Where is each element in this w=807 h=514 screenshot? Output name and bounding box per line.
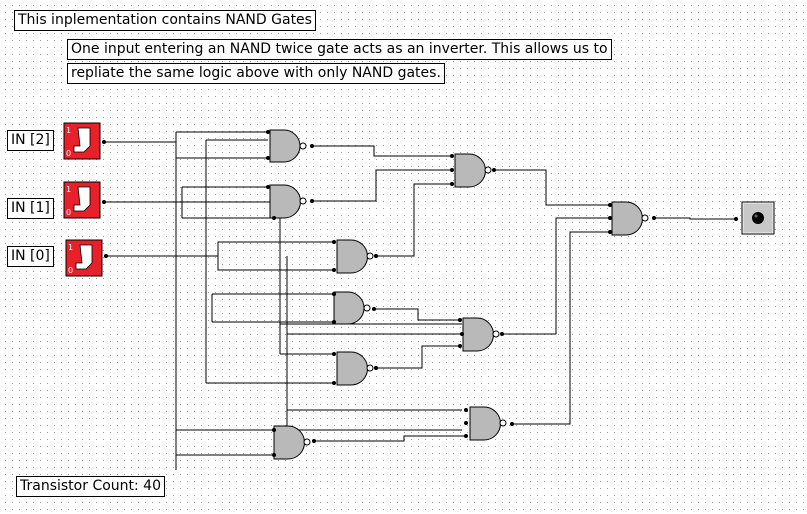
switch-in1[interactable]: 1 0 <box>63 181 106 219</box>
nand-gate-2[interactable] <box>266 184 314 220</box>
switch-in1-high: 1 <box>66 185 71 194</box>
nand-gate-3[interactable] <box>450 153 496 188</box>
output-led <box>734 201 775 235</box>
switch-in0-low: 0 <box>68 266 73 275</box>
nand-gate-8[interactable] <box>464 406 514 441</box>
input-label-in2: IN [2] <box>7 130 54 151</box>
wires <box>104 131 736 470</box>
switch-in2[interactable]: 1 0 <box>63 122 106 160</box>
transistor-count: Transistor Count: 40 <box>16 476 165 497</box>
title-note: This inplementation contains NAND Gates <box>14 10 316 31</box>
nand-gate-4[interactable] <box>332 239 378 274</box>
input-label-in1: IN [1] <box>7 198 54 219</box>
switch-in1-low: 0 <box>66 208 71 217</box>
nand-gate-5[interactable] <box>332 291 376 325</box>
nand-gate-7[interactable] <box>458 317 504 352</box>
switch-in0-high: 1 <box>68 243 73 252</box>
nand-gate-final[interactable] <box>608 201 656 236</box>
description-line-1: One input entering an NAND twice gate ac… <box>67 39 612 60</box>
description-line-2: repliate the same logic above with only … <box>67 63 445 84</box>
input-label-in0: IN [0] <box>7 246 54 267</box>
switch-in2-low: 0 <box>66 149 71 158</box>
nand-gate-1[interactable] <box>266 129 314 163</box>
nand-gate-9[interactable] <box>272 425 316 460</box>
switch-in2-high: 1 <box>66 126 71 135</box>
switch-in0[interactable]: 1 0 <box>65 239 108 277</box>
nand-gate-6[interactable] <box>332 351 378 386</box>
